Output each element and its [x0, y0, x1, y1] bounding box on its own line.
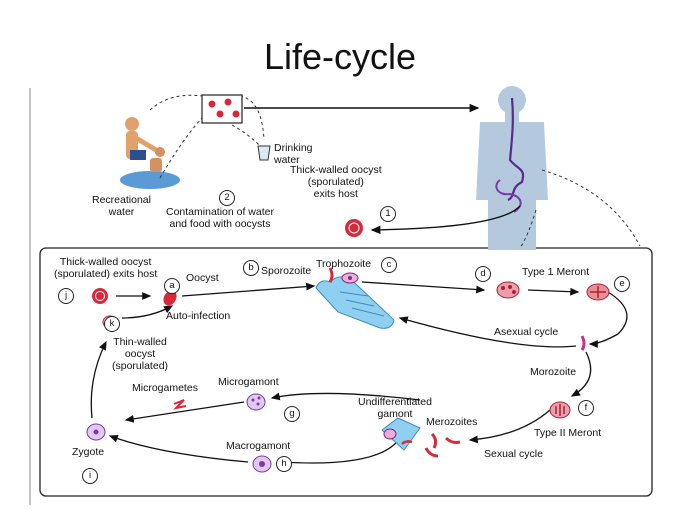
arrow-h: [280, 437, 401, 467]
step-i-marker: i: [82, 468, 98, 484]
arrow-i: [108, 434, 249, 463]
step-k-marker: k: [104, 316, 120, 332]
arrow-exit-host: [370, 205, 521, 235]
drinking-water-label: Drinking water: [274, 142, 313, 166]
step-2-marker: 2: [219, 190, 235, 206]
arrow-k: [90, 340, 107, 419]
arrow-asexual-cycle: [398, 316, 577, 348]
step-c-marker: c: [381, 257, 397, 273]
oocyst-a-icon: [163, 290, 177, 306]
undifferentiated-gamont-label: Undifferentiated gamont: [358, 396, 432, 420]
merozoites-label: Merozoites: [426, 416, 478, 428]
arrow-f: [570, 351, 592, 397]
arrow-auto-infection: [121, 305, 174, 319]
page-title: Life-cycle: [263, 36, 417, 77]
cycle-box: [39, 247, 653, 497]
step-b-marker: b: [243, 260, 259, 276]
glass-icon: [257, 145, 271, 161]
thick-walled-exits-label: Thick-walled oocyst (sporulated) exits h…: [54, 256, 158, 280]
thin-walled-label: Thin-walled oocyst (sporulated): [112, 336, 169, 372]
step-1-marker: 1: [380, 206, 396, 222]
arrow-g: [270, 392, 421, 401]
arrow-microgametes: [124, 401, 245, 423]
arrow-to-morozoite: [588, 291, 628, 348]
sporozoite-label: Sporozoite: [261, 265, 312, 277]
trophozoite-label: Trophozoite: [316, 258, 372, 270]
type2-meront-label: Type II Meront: [534, 427, 602, 439]
oocyst-exit-icon: [345, 219, 363, 237]
arrow-d: [361, 281, 486, 294]
microgamont-label: Microgamont: [218, 376, 279, 388]
oocyst-label: Oocyst: [186, 272, 219, 284]
sexual-cycle-label: Sexual cycle: [484, 448, 543, 460]
arrow-b: [181, 282, 316, 297]
step-f-marker: f: [578, 400, 594, 416]
step-h-marker: h: [276, 456, 292, 472]
dashed-link: [541, 169, 641, 247]
human-body-icon: [476, 86, 548, 250]
exits-host-label: Thick-walled oocyst (sporulated) exits h…: [290, 164, 382, 200]
oocyst-j-icon: [92, 288, 108, 304]
step-a-marker: a: [164, 278, 180, 294]
type1-meront-label: Type 1 Meront: [522, 266, 590, 278]
microgametes-label: Microgametes: [132, 382, 198, 394]
asexual-cycle-label: Asexual cycle: [494, 326, 559, 338]
recreational-water-label: Recreational water: [92, 194, 151, 218]
step-g-marker: g: [284, 406, 300, 422]
dashed-link: [519, 209, 537, 249]
macrogamont-label: Macrogamont: [226, 440, 291, 452]
auto-infection-label: Auto-infection: [166, 310, 231, 322]
intestine-villi-icon: [315, 276, 395, 329]
oocyst-box: [201, 94, 243, 124]
swimmer-icon: [120, 117, 180, 189]
zygote-label: Zygote: [72, 446, 105, 458]
arrow-e: [527, 287, 580, 296]
step-j-marker: j: [58, 288, 74, 304]
merozoites-icon: [424, 432, 461, 458]
type1-meront-icon: [496, 281, 520, 299]
microgametes-icon: [172, 399, 187, 410]
morozoite-icon: [580, 335, 586, 351]
contamination-label: Contamination of water and food with ooc…: [166, 206, 274, 230]
dashed-link: [231, 124, 263, 149]
morozoite-label: Morozoite: [530, 366, 577, 378]
dashed-link: [159, 117, 203, 179]
meront-e-icon: [586, 283, 610, 301]
arrow-to-merozoites: [468, 409, 551, 444]
gamont-icon: [381, 417, 421, 451]
sporozoite-icon: [328, 267, 334, 283]
zygote-icon: [86, 423, 106, 441]
microgamont-icon: [246, 393, 266, 411]
trophozoite-icon: [341, 272, 359, 284]
type2-meront-icon: [549, 401, 571, 419]
dashed-link: [239, 95, 265, 141]
dashed-link: [149, 94, 203, 111]
macrogamont-icon: [252, 455, 272, 473]
step-e-marker: e: [614, 276, 630, 292]
step-d-marker: d: [475, 266, 491, 282]
